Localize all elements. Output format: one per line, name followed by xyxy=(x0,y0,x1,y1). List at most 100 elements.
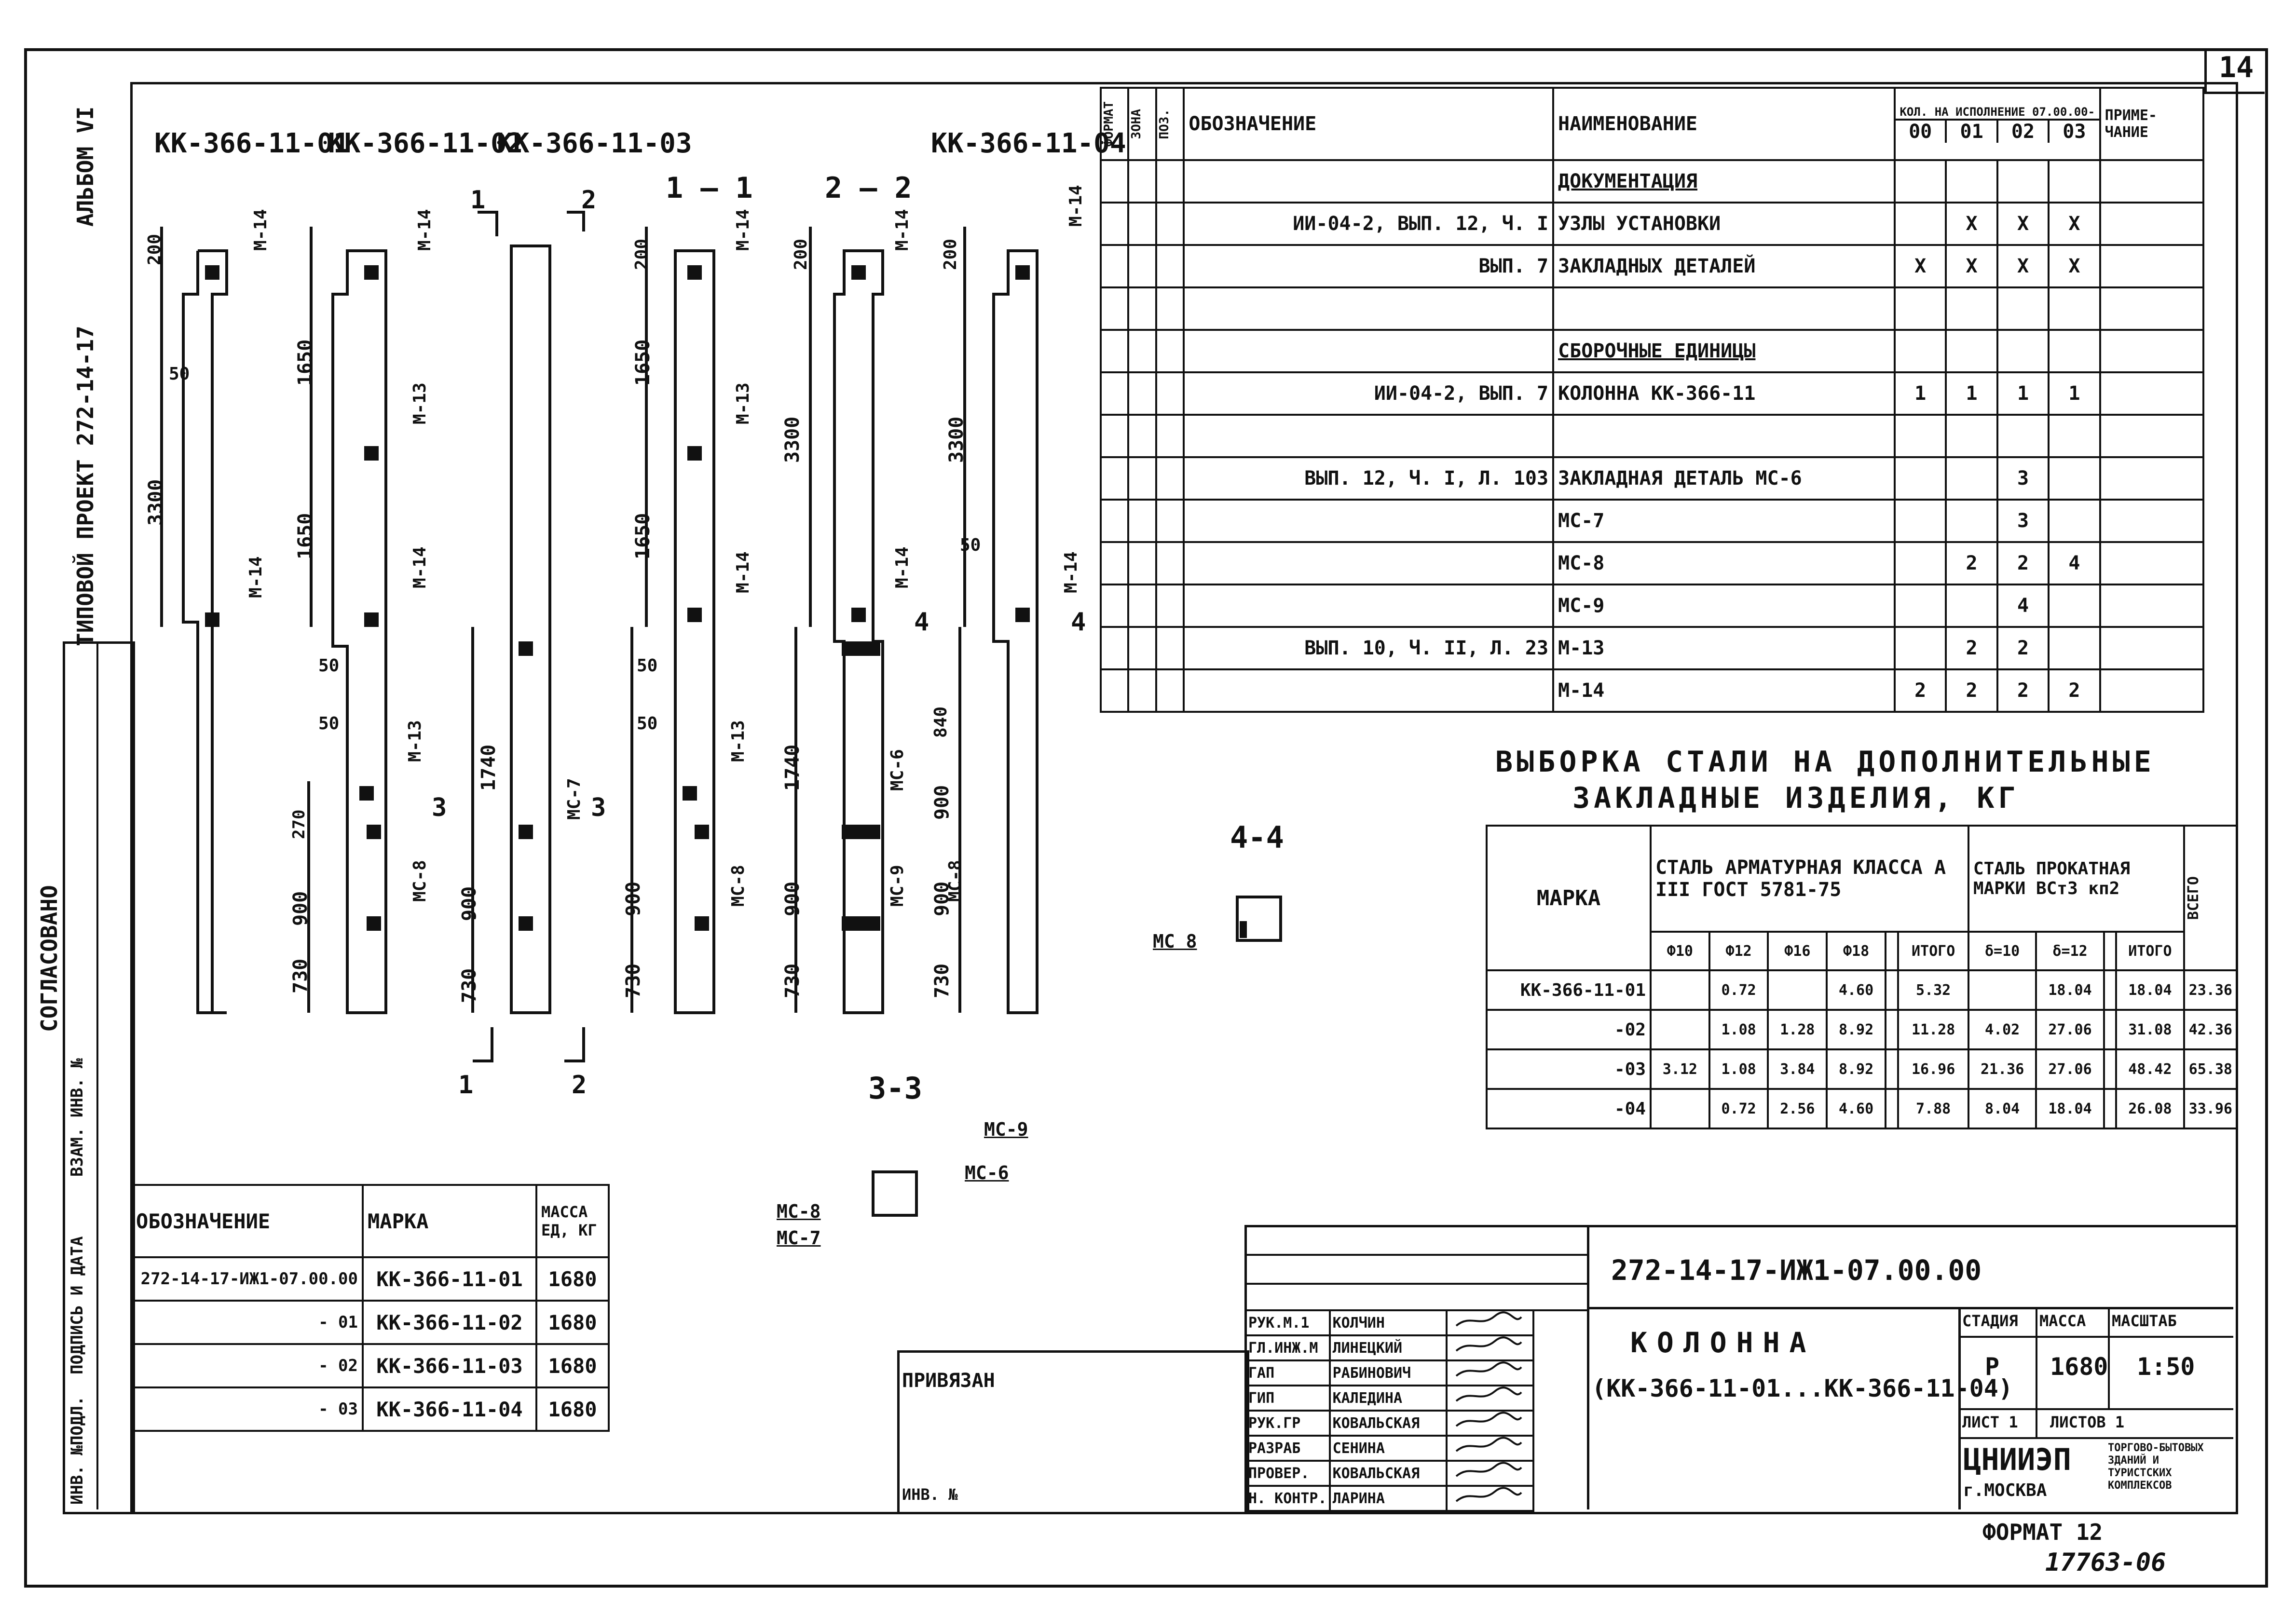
spec-cell: X xyxy=(2048,244,2101,288)
left-strip xyxy=(63,641,135,1514)
spec-table: ФОРМАТ ЗОНА ПОЗ. ОБОЗНАЧЕНИЕ НАИМЕНОВАНИ… xyxy=(1099,87,2205,713)
spec-cell: 1 xyxy=(2048,371,2101,416)
staff-signature xyxy=(1445,1309,1534,1336)
marks-cell: 1680 xyxy=(535,1256,610,1302)
format-label: ФОРМАТ 12 xyxy=(1982,1519,2103,1545)
dim-50-f: 50 xyxy=(960,535,981,555)
section-1-1: 1 — 1 xyxy=(666,171,753,205)
spec-cell: ДОКУМЕНТАЦИЯ xyxy=(1552,159,1896,204)
spec-cell xyxy=(1099,584,1130,628)
marks-h-designation: ОБОЗНАЧЕНИЕ xyxy=(130,1184,364,1258)
spec-cell: 4 xyxy=(1996,584,2050,628)
steel-h-mark: МАРКА xyxy=(1486,825,1652,971)
steel-col-header: δ=10 xyxy=(1967,931,2037,971)
spec-cell xyxy=(1099,626,1130,670)
spec-cell: М-13 xyxy=(1552,626,1896,670)
steel-h-total: ВСЕГО xyxy=(2183,825,2239,971)
spec-cell: X xyxy=(1996,244,2050,288)
spec-cell: 4 xyxy=(2048,541,2101,585)
spec-cell: 2 xyxy=(1996,541,2050,585)
spec-cell xyxy=(2048,414,2101,458)
steel-cell: 5.32 xyxy=(1897,969,1969,1011)
title-hline-3 xyxy=(1244,1283,1587,1285)
steel-cell: 18.04 xyxy=(2035,1088,2105,1129)
bound-label: ПРИВЯЗАН xyxy=(902,1370,995,1392)
steel-title-1: ВЫБОРКА СТАЛИ НА ДОПОЛНИТЕЛЬНЫЕ xyxy=(1495,745,2155,779)
spec-cell xyxy=(1099,286,1130,331)
spec-cell xyxy=(1099,371,1130,416)
steel-cell: 3.84 xyxy=(1767,1048,1828,1090)
steel-cell: 8.04 xyxy=(1967,1088,2037,1129)
spec-cell xyxy=(1893,159,1947,204)
steel-col-header: Ф12 xyxy=(1708,931,1769,971)
steel-cell xyxy=(2103,1009,2118,1050)
spec-cell xyxy=(1183,286,1555,331)
spec-cell xyxy=(2048,456,2101,501)
staff-signature xyxy=(1445,1460,1534,1487)
spec-cell xyxy=(1996,159,2050,204)
spec-row xyxy=(1099,286,2205,331)
section-4-4: 4-4 xyxy=(1230,820,1284,855)
steel-cell: 65.38 xyxy=(2183,1048,2239,1090)
steel-h-group2: СТАЛЬ ПРОКАТНАЯ МАРКИ ВСт3 кп2 xyxy=(1967,825,2185,933)
spec-cell: 2 xyxy=(1945,626,1998,670)
steel-cell: 31.08 xyxy=(2115,1009,2185,1050)
steel-cell: КК-366-11-01 xyxy=(1486,969,1652,1011)
marks-cell: КК-366-11-03 xyxy=(362,1343,537,1388)
steel-cell: 26.08 xyxy=(2115,1088,2185,1129)
staff-role: РУК.М.1 xyxy=(1244,1309,1331,1336)
sheets-label: ЛИСТОВ 1 xyxy=(2050,1413,2125,1431)
spec-cell xyxy=(1945,584,1998,628)
spec-cell: X xyxy=(1996,202,2050,246)
dim-900-c: 900 xyxy=(622,881,644,916)
staff-name: КОВАЛЬСКАЯ xyxy=(1328,1410,1448,1437)
steel-cell xyxy=(1884,969,1900,1011)
spec-cell xyxy=(1893,456,1947,501)
steel-cell: 0.72 xyxy=(1708,1088,1769,1129)
spec-cell: 3 xyxy=(1996,456,2050,501)
part-mc8-2: МС-8 xyxy=(728,865,748,907)
spec-cell xyxy=(1099,329,1130,373)
spec-cell xyxy=(2099,371,2205,416)
section-2-2: 2 — 2 xyxy=(825,171,912,205)
steel-col-header: Ф16 xyxy=(1767,931,1828,971)
spec-cell xyxy=(2048,286,2101,331)
staff-role: ГЛ.ИНЖ.М xyxy=(1244,1334,1331,1361)
spec-cell xyxy=(1183,668,1555,713)
spec-cell xyxy=(1996,414,2050,458)
staff-name: ЛАРИНА xyxy=(1328,1485,1448,1512)
spec-cell xyxy=(1183,499,1555,543)
stamp-number: 17763-06 xyxy=(2045,1548,2166,1577)
staff-signature xyxy=(1445,1359,1534,1386)
dim-1650-c: 1650 xyxy=(632,339,654,386)
steel-cell: 4.60 xyxy=(1826,969,1886,1011)
dim-1650-a: 1650 xyxy=(294,339,316,386)
steel-cell: 16.96 xyxy=(1897,1048,1969,1090)
dim-1740-b: 1740 xyxy=(781,744,804,791)
marks-cell: - 02 xyxy=(130,1343,364,1388)
staff-signature xyxy=(1445,1485,1534,1512)
marks-cell: 1680 xyxy=(535,1343,610,1388)
cut-1-top: 1 xyxy=(470,186,486,215)
spec-cell: 2 xyxy=(1996,626,2050,670)
part-mc7: МС-7 xyxy=(564,778,584,820)
steel-cell: 33.96 xyxy=(2183,1088,2239,1129)
column-title-2: КК-366-11-02 xyxy=(328,128,523,159)
steel-cell: 1.28 xyxy=(1767,1009,1828,1050)
staff-name: КОЛЧИН xyxy=(1328,1309,1448,1336)
spec-cell xyxy=(1127,541,1157,585)
part-m14-7: М-14 xyxy=(892,209,912,251)
steel-cell: 1.08 xyxy=(1708,1048,1769,1090)
column-title-3: КК-366-11-03 xyxy=(497,128,692,159)
part-m14-4: М-14 xyxy=(410,546,430,588)
spec-cell xyxy=(1127,371,1157,416)
